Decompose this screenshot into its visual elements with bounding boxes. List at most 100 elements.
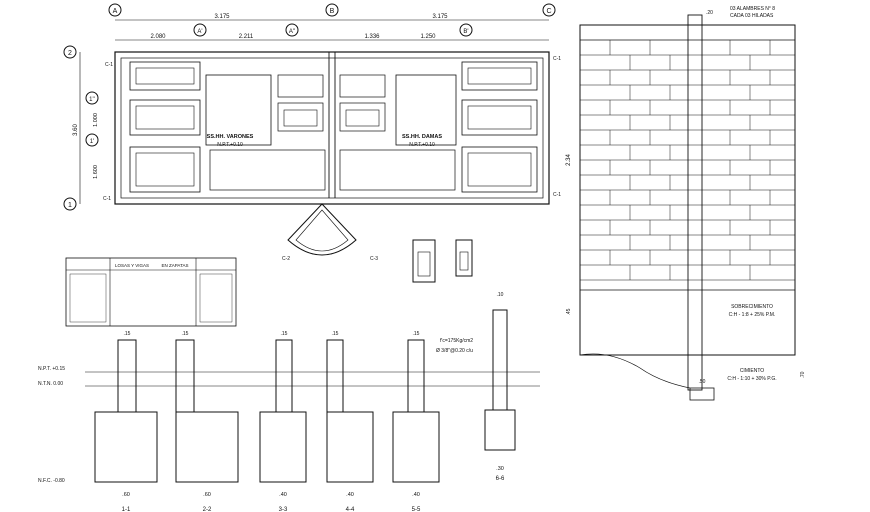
urinal-area-2 (277, 102, 324, 132)
section-2-name: 2-2 (203, 507, 212, 512)
axis-bubble-1 (63, 197, 77, 211)
urinal-area-1 (277, 74, 324, 98)
axis-label-b: B (330, 8, 335, 15)
concrete-note-1: f'c=175Kg/cm2 (440, 338, 473, 344)
section-4-width: .40 (346, 492, 354, 498)
room-left-core (205, 74, 272, 146)
outer-wall-inner (120, 57, 544, 199)
section-6-top-width: .10 (497, 292, 504, 298)
wall-top-dim: .20 (706, 10, 713, 16)
section-5-width: .40 (412, 492, 420, 498)
footing-block (689, 387, 715, 401)
column-detail-1-inner (417, 251, 431, 277)
cimiento-spec: C:H - 1:10 + 30% P.G. (727, 376, 776, 382)
cut-label-2: C-1 (103, 196, 111, 202)
stall-right-1 (339, 74, 386, 98)
entry-wedge-inner (295, 209, 349, 252)
axis-bubble-a2 (285, 23, 299, 37)
toilet-stall-3 (129, 146, 201, 193)
sobrecimiento-title: SOBRECIMIENTO (731, 304, 773, 310)
room-right-core (395, 74, 457, 146)
stall-right-5 (461, 146, 538, 193)
urinal-area-2-inner (283, 109, 318, 127)
axis-label-a2: A'' (289, 29, 295, 35)
section-1-top-width: .15 (124, 331, 131, 337)
wall-column (687, 14, 703, 391)
axis-bubble-1b (85, 91, 99, 105)
cut-label-5: C-2 (282, 256, 290, 262)
section-5-top-width: .15 (413, 331, 420, 337)
axis-bubble-b (325, 3, 339, 17)
room-left-level: N.P.T.+0.10 (217, 142, 243, 148)
section-6-stem (492, 309, 508, 411)
dim-sub-2: 2.211 (239, 34, 254, 40)
brick-pattern (580, 40, 795, 281)
stall-right-5-inner (467, 152, 532, 187)
ground-line (579, 353, 691, 389)
room-right-level: N.P.T.+0.10 (409, 142, 435, 148)
dim-left-b: 1.600 (93, 165, 99, 179)
section-6-name: 6-6 (496, 476, 505, 482)
foundation-sections: N.P.T. +0.15 N.T.N. 0.00 N.F.C. -0.80 .6… (38, 292, 540, 512)
axis-label-a1: A' (197, 29, 202, 35)
lavatory-right (339, 149, 456, 191)
concrete-note-2: Ø 3/8"@0.20 c/u (436, 348, 473, 354)
section-4-top-width: .15 (332, 331, 339, 337)
section-3-footing (259, 411, 307, 483)
axis-label-1b: 1'' (89, 97, 95, 103)
section-4-footing (326, 411, 374, 483)
wall-note-line2: CADA 03 HILADAS (730, 13, 774, 19)
wall-note-line1: 03 ALAMBRES N° 8 (730, 6, 775, 12)
section-6-width: .30 (496, 466, 504, 472)
floor-plan: A B C A' A'' B' 2 1'' 1' 1 3.175 3.175 2… (63, 3, 561, 262)
schedule-header-left: LOSAS Y VIGAS (115, 263, 149, 268)
axis-bubble-2 (63, 45, 77, 59)
level-label-npt: N.P.T. +0.15 (38, 366, 65, 372)
column-detail-2 (455, 239, 473, 277)
toilet-stall-1 (129, 61, 201, 91)
toilet-stall-2-inner (135, 105, 195, 130)
section-5-stem (407, 339, 425, 413)
dim-left-total: 3.60 (73, 124, 79, 136)
room-left-name: SS.HH. VARONES (207, 134, 254, 140)
wall-base-dim: .45 (566, 308, 572, 315)
section-2-top-width: .15 (182, 331, 189, 337)
section-3-stem (275, 339, 293, 413)
brick-courses (580, 54, 795, 281)
stall-right-2-inner (345, 109, 380, 127)
axis-label-c: C (546, 8, 551, 15)
axis-bubble-c (542, 3, 556, 17)
column-detail-1 (412, 239, 436, 283)
footing-height: .70 (800, 371, 806, 378)
axis-bubble-b1 (459, 23, 473, 37)
toilet-stall-3-inner (135, 152, 195, 187)
section-2-footing (175, 411, 239, 483)
footing-dim: .50 (699, 379, 706, 385)
section-3-top-width: .15 (281, 331, 288, 337)
wall-height-dim: 2.34 (566, 154, 572, 166)
cut-label-1: C-1 (105, 62, 113, 68)
axis-bubble-1a (85, 133, 99, 147)
schedule-rows-left (69, 273, 107, 323)
brick-joints (609, 40, 771, 280)
section-6-footing (484, 409, 516, 451)
axis-label-2: 2 (68, 50, 72, 57)
stall-right-2 (339, 102, 386, 132)
section-3-name: 3-3 (279, 507, 288, 512)
cut-label-6: C-3 (370, 256, 378, 262)
cut-label-3: C-1 (553, 56, 561, 62)
entry-wedge (287, 203, 357, 256)
axis-bubble-a1 (193, 23, 207, 37)
lavatory-left (209, 149, 326, 191)
sobrecimiento-spec: C:H - 1:8 + 25% P.M. (729, 312, 776, 318)
level-label-nfc: N.F.C. -0.80 (38, 478, 65, 484)
axis-label-b1: B' (463, 29, 468, 35)
schedule-table: LOSAS Y VIGAS EN ZAPATAS (65, 257, 237, 327)
wall-elevation: .20 03 ALAMBRES N° 8 CADA 03 HILADAS 2.3… (566, 6, 806, 401)
schedule-rows-right (199, 273, 233, 323)
toilet-stall-2 (129, 99, 201, 136)
dim-sub-4: 1.250 (420, 34, 436, 40)
stall-right-4 (461, 99, 538, 136)
dim-top-1: 3.175 (214, 14, 230, 20)
